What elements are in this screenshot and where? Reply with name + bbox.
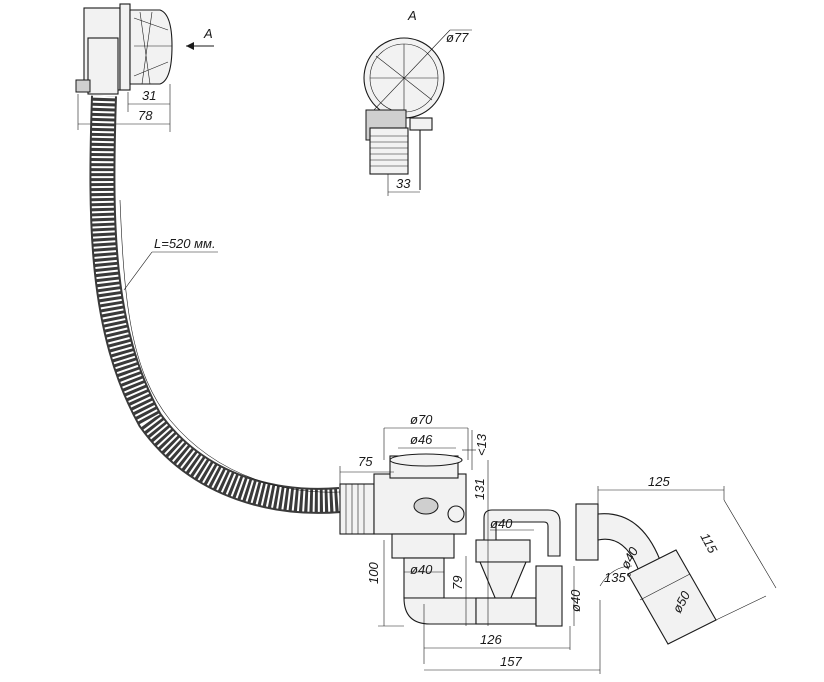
dim-31: 31 — [142, 88, 156, 103]
dim-hose-length: L=520 мм. — [154, 236, 216, 251]
hose-length-callout: L=520 мм. — [123, 236, 218, 291]
dim-131: 131 — [472, 478, 487, 500]
dim-79: 79 — [450, 576, 465, 590]
siphon-dimensions: ø70 ø46 <13 131 75 100 ø40 79 ø40 ø40 — [339, 412, 777, 674]
overflow-head — [75, 3, 173, 95]
dim-126: 126 — [480, 632, 502, 647]
dim-33: 33 — [396, 176, 411, 191]
dim-d40-left: ø40 — [410, 562, 433, 577]
dim-angle-135: 135° — [604, 570, 631, 585]
dim-157: 157 — [500, 654, 522, 669]
view-a-marker: A — [186, 26, 214, 50]
dim-h13: <13 — [474, 433, 489, 456]
dim-100: 100 — [366, 562, 381, 584]
dim-78: 78 — [138, 108, 153, 123]
dim-125: 125 — [648, 474, 670, 489]
dim-d46: ø46 — [410, 432, 433, 447]
dim-d40-right: ø40 — [568, 589, 583, 612]
dim-115: 115 — [697, 530, 720, 556]
dim-overflow-widths: 31 78 — [77, 84, 171, 132]
dim-d70: ø70 — [410, 412, 433, 427]
dim-d77: ø77 — [446, 30, 469, 45]
dim-d40-top: ø40 — [490, 516, 513, 531]
view-a-label: A — [407, 8, 417, 23]
view-a-marker-label: A — [203, 26, 213, 41]
dim-75: 75 — [358, 454, 373, 469]
flexible-hose — [89, 95, 342, 514]
view-a: A ø77 33 — [363, 8, 472, 196]
